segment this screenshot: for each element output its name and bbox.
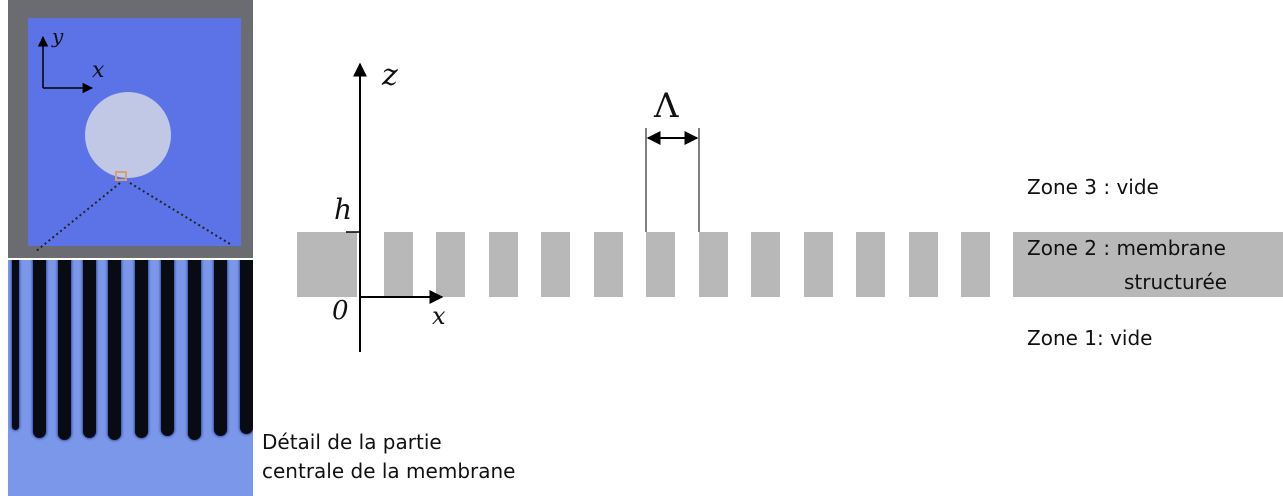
membrane-detail-photo <box>8 260 253 496</box>
photo-axes <box>37 35 94 94</box>
membrane-bar <box>856 232 885 297</box>
membrane-bar <box>909 232 938 297</box>
zone2-label-line2: structurée <box>1124 270 1228 294</box>
zone1-label: Zone 1: vide <box>1027 326 1153 350</box>
photo-y-axis-label: y <box>52 24 64 48</box>
membrane-bar <box>804 232 833 297</box>
slit <box>33 260 46 438</box>
zone3-label: Zone 3 : vide <box>1027 175 1159 199</box>
membrane-bar <box>646 232 675 297</box>
zero-label: 0 <box>332 296 349 326</box>
slit <box>12 260 19 430</box>
h-label: h <box>334 193 353 226</box>
zone2-label-line1: Zone 2 : membrane <box>1027 236 1226 260</box>
membrane-bar <box>699 232 728 297</box>
zoom-lines <box>34 182 231 253</box>
slit <box>108 260 121 440</box>
slit <box>214 260 227 436</box>
diagram-axes <box>346 62 444 352</box>
membrane-bar <box>1013 232 1283 297</box>
slit <box>135 260 148 438</box>
slit <box>188 260 201 440</box>
z-axis-label: z <box>382 58 398 93</box>
photo-caption-line1: Détail de la partie <box>262 430 442 454</box>
membrane-bar <box>489 232 518 297</box>
membrane-photo <box>8 0 253 258</box>
slit <box>58 260 71 440</box>
membrane-bar <box>594 232 623 297</box>
membrane-bar <box>961 232 990 297</box>
slit <box>161 260 174 436</box>
photo-x-axis-label: x <box>92 58 105 83</box>
x-axis-label: x <box>432 302 446 330</box>
structured-area-circle <box>85 92 171 178</box>
slit <box>240 260 253 434</box>
membrane-bar <box>297 232 357 297</box>
slit <box>83 260 96 438</box>
membrane-bar <box>751 232 780 297</box>
membrane-bar <box>384 232 413 297</box>
membrane-bar <box>541 232 570 297</box>
period-label: Λ <box>654 86 679 126</box>
membrane-bars <box>297 232 1283 297</box>
zoom-region-marker <box>115 171 127 181</box>
photo-caption-line2: centrale de la membrane <box>262 459 516 483</box>
period-marker <box>645 128 700 232</box>
membrane-bar <box>436 232 465 297</box>
